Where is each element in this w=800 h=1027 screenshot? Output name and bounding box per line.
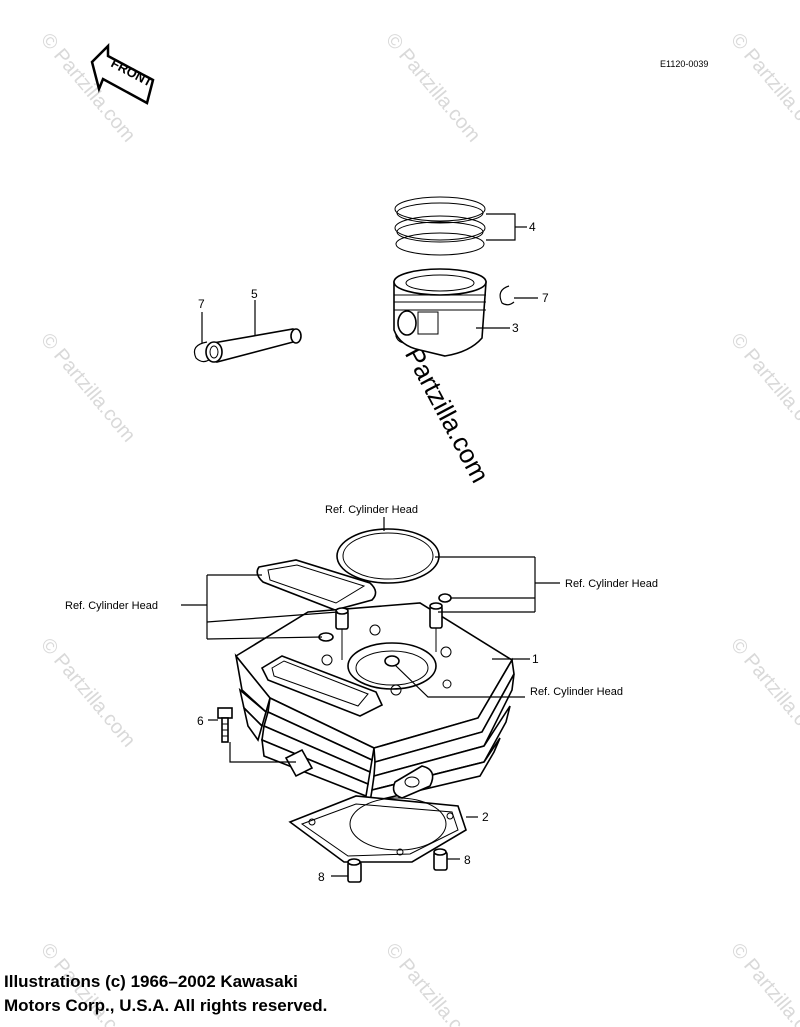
watermark-text: © Partzilla.com [726,329,800,446]
callout-7-right: 7 [542,291,549,305]
ref-cylinder-head-top: Ref. Cylinder Head [325,504,418,516]
watermark-text: © Partzilla.com [726,634,800,751]
cylinder-block [234,602,530,804]
ref-cylinder-head-center: Ref. Cylinder Head [530,686,623,698]
piston-rings [394,196,527,256]
reference-leaders [181,556,560,698]
circlip-right [499,285,538,306]
dowel-pins-bottom [331,848,460,883]
callout-7-left: 7 [198,297,205,311]
circlip-left [193,312,210,363]
callout-6: 6 [197,714,204,728]
watermark-text: © Partzilla.com [381,29,484,146]
watermark-text: © Partzilla.com [726,29,800,146]
watermark-text: © Partzilla.com [726,939,800,1027]
ref-cylinder-head-right: Ref. Cylinder Head [565,578,658,590]
base-gasket [288,795,478,863]
callout-4: 4 [529,220,536,234]
piston [393,268,510,357]
callout-5: 5 [251,287,258,301]
cam-gasket [256,559,377,611]
drawing-id: E1120-0039 [660,59,708,69]
copyright-line-2: Motors Corp., U.S.A. All rights reserved… [4,996,328,1015]
copyright-notice: Illustrations (c) 1966–2002 Kawasaki Mot… [4,970,504,1018]
callout-8-right: 8 [464,853,471,867]
callout-8-left: 8 [318,870,325,884]
head-gasket-ring [336,517,440,584]
callout-3: 3 [512,321,519,335]
callout-2: 2 [482,810,489,824]
copyright-line-1: Illustrations (c) 1966–2002 Kawasaki [4,972,298,991]
watermark-text: © Partzilla.com [36,634,139,751]
callout-1: 1 [532,652,539,666]
watermark-text: © Partzilla.com [36,329,139,446]
piston-pin [205,300,302,363]
watermark-grid: © Partzilla.com © Partzilla.com © Partzi… [36,29,800,1027]
bolt [208,707,296,763]
ref-cylinder-head-left: Ref. Cylinder Head [65,600,158,612]
